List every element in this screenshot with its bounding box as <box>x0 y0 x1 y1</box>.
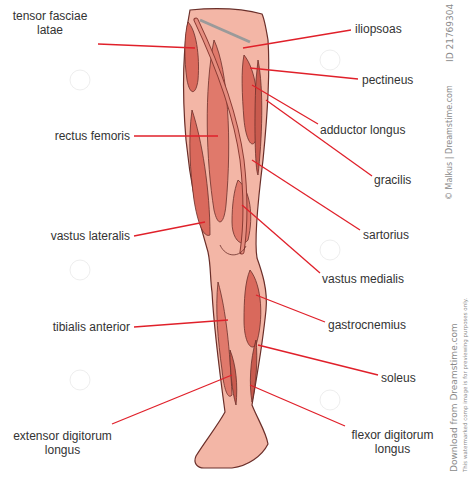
watermark-text: Download from Dreamstime.com <box>450 323 460 472</box>
muscle-label: gracilis <box>374 173 444 187</box>
inguinal-band <box>200 20 250 42</box>
leg-silhouette <box>183 9 268 468</box>
muscle-label: vastus medialis <box>322 272 447 286</box>
watermark-note: This watermarked comp image is for previ… <box>462 298 468 472</box>
muscle-label: tibialis anterior <box>5 320 130 334</box>
watermark-credit: © Malkus | Dreamstime.com <box>446 85 455 200</box>
knee-outline <box>220 245 246 255</box>
muscle-label: vastus lateralis <box>5 229 130 243</box>
muscle-label: gastrocnemius <box>328 318 443 332</box>
muscle-label: adductor longus <box>320 123 445 137</box>
thigh-muscles <box>185 22 262 243</box>
muscle-label: soleus <box>381 371 441 385</box>
muscle-label: pectineus <box>362 73 452 87</box>
watermark-id: ID 21769304 <box>446 4 456 62</box>
muscle-label: sartorius <box>363 228 443 242</box>
leg-lower-muscles <box>217 270 261 405</box>
muscle-label: extensor digitorum longus <box>5 429 120 457</box>
muscle-label: rectus femoris <box>5 129 130 143</box>
muscle-label: tensor fasciae latae <box>5 9 95 37</box>
muscle-label: iliopsoas <box>355 22 455 36</box>
leader-lines <box>98 30 378 426</box>
muscle-label: flexor digitorum longus <box>340 428 445 456</box>
